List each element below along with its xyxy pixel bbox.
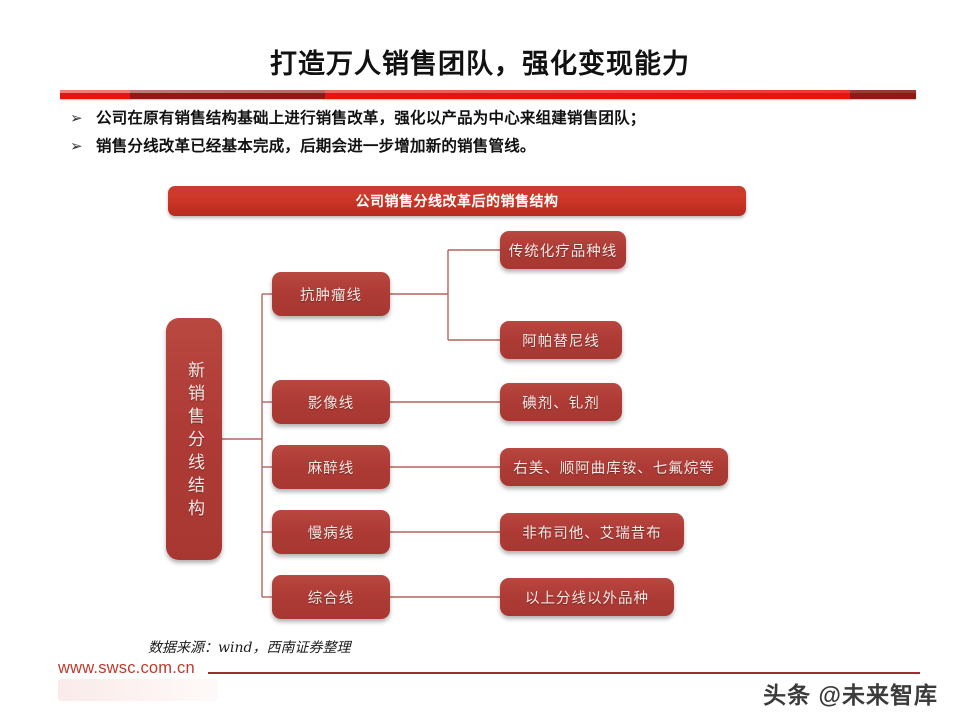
bullet-text: 公司在原有销售结构基础上进行销售改革，强化以产品为中心来组建销售团队； [96,110,646,127]
diagram-leaf-node-anesthesia-products[interactable]: 右美、顺阿曲库铵、七氟烷等 [500,448,728,486]
diagram-leaf-node-other-products[interactable]: 以上分线以外品种 [500,578,674,616]
diagram-leaf-node-chronic-products[interactable]: 非布司他、艾瑞昔布 [500,513,684,551]
arrow-bullet-icon: ➢ [70,138,83,155]
diagram-branch-node-chronic[interactable]: 慢病线 [272,510,390,554]
diagram-root-node[interactable]: 新销售分线结构 [166,318,222,560]
bullet-list: ➢ 公司在原有销售结构基础上进行销售改革，强化以产品为中心来组建销售团队； ➢ … [70,108,900,164]
arrow-bullet-icon: ➢ [70,110,83,127]
source-note: 数据来源：wind，西南证券整理 [148,640,351,656]
diagram-branch-node-imaging[interactable]: 影像线 [272,380,390,424]
title-divider-bar [60,90,916,99]
footer-divider [208,672,920,674]
diagram-leaf-node-contrast-agents[interactable]: 碘剂、钆剂 [500,383,622,421]
diagram-leaf-node-traditional-chemo[interactable]: 传统化疗品种线 [500,231,626,269]
watermark: 头条 @未来智库 [763,682,938,708]
bullet-text: 销售分线改革已经基本完成，后期会进一步增加新的销售管线。 [96,138,536,155]
diagram-branch-node-anesthesia[interactable]: 麻醉线 [272,445,390,489]
diagram-leaf-node-apatinib[interactable]: 阿帕替尼线 [500,321,622,359]
diagram-branch-node-antitumor[interactable]: 抗肿瘤线 [272,272,390,316]
page-title: 打造万人销售团队，强化变现能力 [270,49,690,79]
diagram-branch-node-general[interactable]: 综合线 [272,575,390,619]
company-logo [58,679,218,701]
footer-url[interactable]: www.swsc.com.cn [58,659,195,677]
list-item: ➢ 销售分线改革已经基本完成，后期会进一步增加新的销售管线。 [70,136,900,158]
chart-title-banner: 公司销售分线改革后的销售结构 [168,186,746,216]
list-item: ➢ 公司在原有销售结构基础上进行销售改革，强化以产品为中心来组建销售团队； [70,108,900,130]
title-divider-highlight [60,90,916,93]
